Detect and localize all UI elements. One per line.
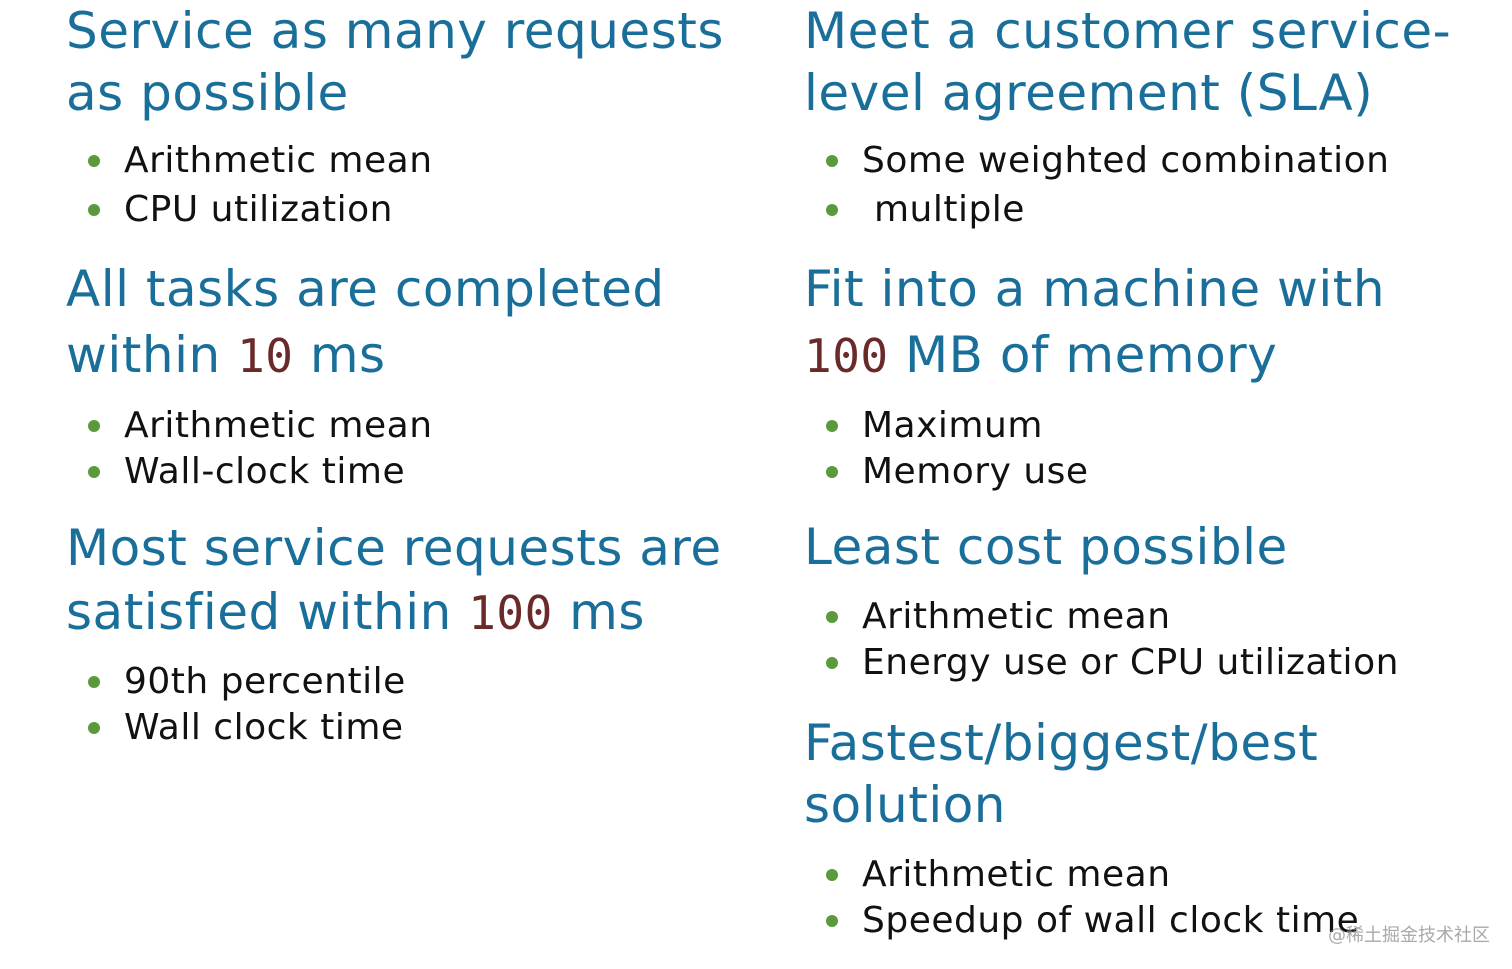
list-item: Maximum [804,403,1494,449]
goal-heading: Service as many requests as possible [66,2,724,122]
memory-value: 100 [804,329,889,383]
metric-list: Some weighted combination multiple [804,138,1494,233]
list-item: CPU utilization [66,187,756,233]
goal-meet-sla: Meet a customer service- level agreement… [804,0,1494,233]
bullet-dot-icon [88,204,100,216]
bullet-dot-icon [826,915,838,927]
list-item: Arithmetic mean [804,594,1494,640]
metric-list: Arithmetic mean CPU utilization [66,138,756,233]
goal-heading: Least cost possible [804,518,1288,576]
bullet-dot-icon [88,722,100,734]
list-item: Memory use [804,449,1494,495]
goal-service-many-requests: Service as many requests as possible Ari… [66,0,756,233]
list-item: Some weighted combination [804,138,1494,184]
goal-heading: Fit into a machine with 100 MB of memory [804,260,1386,384]
metric-list: Arithmetic mean Speedup of wall clock ti… [804,852,1494,944]
list-item: Energy use or CPU utilization [804,640,1494,686]
bullet-dot-icon [826,657,838,669]
list-item: Arithmetic mean [66,138,756,184]
bullet-dot-icon [826,155,838,167]
metric-list: Arithmetic mean Energy use or CPU utiliz… [804,594,1494,686]
bullet-dot-icon [88,420,100,432]
list-item: Wall clock time [66,705,756,751]
goal-heading: Fastest/biggest/best solution [804,714,1319,834]
list-item: Wall-clock time [66,449,756,495]
goal-fit-memory: Fit into a machine with 100 MB of memory… [804,256,1494,495]
goal-tasks-completed: All tasks are completed within 10 ms Ari… [66,256,756,495]
list-item: Speedup of wall clock time [804,898,1494,944]
list-item: Arithmetic mean [66,403,756,449]
bullet-dot-icon [88,466,100,478]
metric-list: 90th percentile Wall clock time [66,659,756,751]
list-item: 90th percentile [66,659,756,705]
goal-heading: Most service requests are satisfied with… [66,519,722,641]
time-value: 100 [468,586,553,640]
list-item: Arithmetic mean [804,852,1494,898]
watermark: @稀土掘金技术社区 [1328,925,1490,946]
bullet-dot-icon [826,466,838,478]
goal-fastest-best: Fastest/biggest/best solution Arithmetic… [804,712,1494,944]
bullet-dot-icon [826,869,838,881]
list-item: multiple [804,187,1494,233]
bullet-dot-icon [88,155,100,167]
bullet-dot-icon [826,611,838,623]
bullet-dot-icon [826,420,838,432]
bullet-dot-icon [826,204,838,216]
goal-heading: Meet a customer service- level agreement… [804,2,1452,122]
goal-least-cost: Least cost possible Arithmetic mean Ener… [804,516,1494,686]
time-value: 10 [237,329,294,383]
goal-most-requests-satisfied: Most service requests are satisfied with… [66,516,756,751]
metric-list: Arithmetic mean Wall-clock time [66,403,756,495]
bullet-dot-icon [88,676,100,688]
metric-list: Maximum Memory use [804,403,1494,495]
goal-heading: All tasks are completed within 10 ms [66,260,665,384]
